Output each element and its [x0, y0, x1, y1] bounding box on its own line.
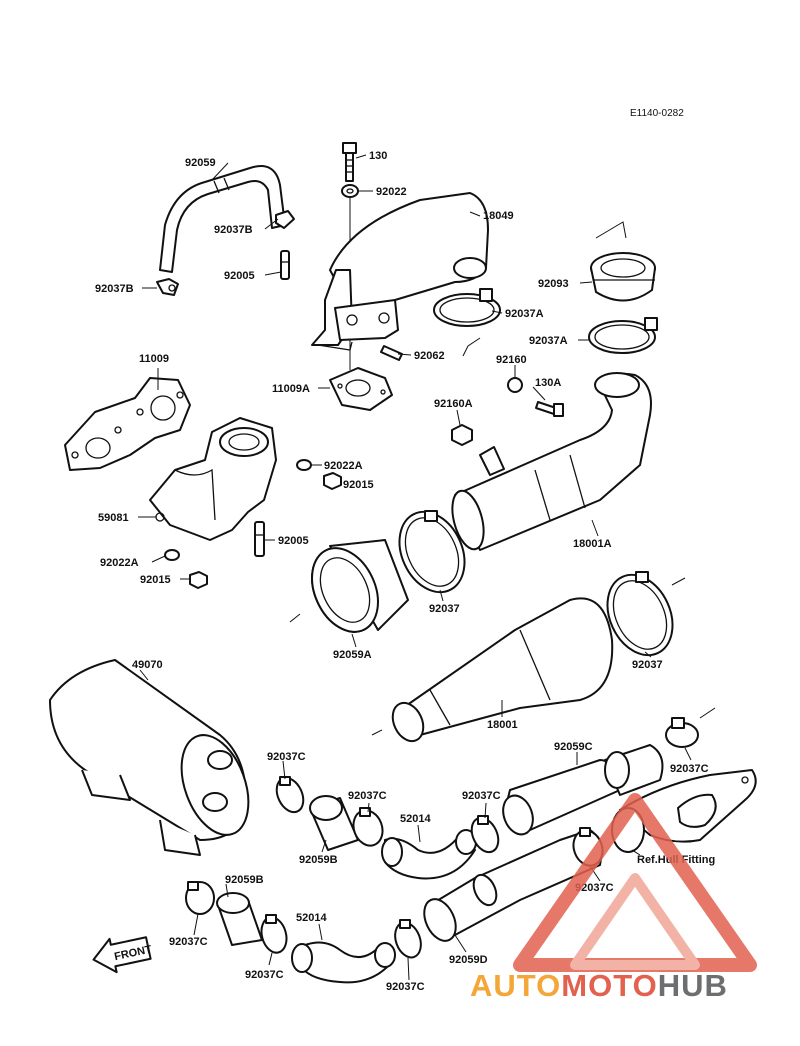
label-18001a: 18001A: [573, 538, 612, 550]
hose-92059: [159, 165, 286, 273]
clamp-92037-upper: [398, 510, 466, 594]
label-92059: 92059: [185, 157, 216, 169]
leader-lines: [138, 154, 692, 981]
hose-92059c: [502, 744, 664, 836]
front-arrow: FRONT: [92, 936, 153, 974]
clamp-92037-right: [606, 571, 674, 657]
label-92005-lower: 92005: [278, 535, 309, 547]
label-92037b-upper: 92037B: [214, 224, 253, 236]
diagram-code: E1140-0282: [630, 108, 684, 119]
part-labels: 92059 130 92022 18049 92037B 92005 92037…: [95, 150, 715, 993]
clamp-92037a-right: [588, 317, 658, 354]
nut-92015-left: [189, 571, 208, 589]
bolt-130: [342, 142, 357, 182]
nut-92015-right: [323, 472, 342, 490]
watermark-logo: [513, 793, 757, 972]
coupler-92093: [590, 252, 656, 302]
clamp-92037c-1: [275, 776, 305, 814]
label-130a: 130A: [535, 377, 561, 389]
label-59081: 59081: [98, 512, 129, 524]
label-92022a-left: 92022A: [100, 557, 139, 569]
label-92037a-right: 92037A: [529, 335, 568, 347]
label-92037a-left: 92037A: [505, 308, 544, 320]
stud-92062: [380, 345, 403, 361]
clamp-92037c-2: [352, 807, 384, 847]
washer-92022a-left: [164, 549, 180, 561]
view-marks: [289, 221, 716, 736]
label-92160a: 92160A: [434, 398, 473, 410]
clamp-92037b-lower: [156, 278, 179, 296]
pipe-18001: [391, 597, 614, 743]
label-52014-lower: 52014: [296, 912, 327, 924]
gasket-11009a: [329, 367, 393, 411]
muffler-49070: [49, 659, 250, 856]
elbow-52014-upper: [381, 829, 477, 880]
label-92037c-6: 92037C: [169, 936, 208, 948]
label-92059b-upper: 92059B: [299, 854, 338, 866]
label-92062: 92062: [414, 350, 445, 362]
label-92037c-3: 92037C: [462, 790, 501, 802]
watermark-text: AUTOMOTOHUB: [470, 968, 728, 1003]
label-49070: 49070: [132, 659, 163, 671]
fitting-92005-lower: [254, 521, 265, 557]
clamp-92037a-left: [433, 288, 501, 327]
label-92015-left: 92015: [140, 574, 171, 586]
label-92037c-4: 92037C: [670, 763, 709, 775]
label-92037-upper: 92037: [429, 603, 460, 615]
hose-92059b-upper: [309, 795, 359, 851]
label-92037b-lower: 92037B: [95, 283, 134, 295]
label-92037-right: 92037: [632, 659, 663, 671]
label-92037c-7: 92037C: [245, 969, 284, 981]
label-92059a: 92059A: [333, 649, 372, 661]
label-92037c-2: 92037C: [348, 790, 387, 802]
clamp-92037c-4: [665, 717, 699, 748]
label-11009a: 11009A: [272, 383, 310, 395]
washer-92022a-right: [296, 459, 312, 471]
washer-92022: [341, 184, 359, 198]
coupler-92059a: [311, 539, 409, 633]
label-92093: 92093: [538, 278, 569, 290]
label-130: 130: [369, 150, 387, 162]
label-92160: 92160: [496, 354, 527, 366]
label-92037c-1: 92037C: [267, 751, 306, 763]
label-92005-upper: 92005: [224, 270, 255, 282]
label-92037c-8: 92037C: [386, 981, 425, 993]
clamp-92037c-3: [470, 815, 500, 854]
label-18049: 18049: [483, 210, 514, 222]
clamp-92037b-upper: [275, 210, 295, 229]
hose-92059b-lower: [216, 892, 263, 946]
riser-59081: [149, 417, 277, 541]
fitting-92005-upper: [280, 250, 290, 280]
clamp-92037c-8: [394, 919, 422, 959]
label-92059c: 92059C: [554, 741, 593, 753]
label-92022: 92022: [376, 186, 407, 198]
washer-92160: [507, 377, 523, 393]
label-92059b-lower: 92059B: [225, 874, 264, 886]
bolt-130a: [535, 401, 564, 417]
clamp-92037c-7: [260, 914, 288, 954]
nut-92160a: [451, 424, 473, 446]
pipe-18001a: [451, 372, 652, 551]
manifold-18049: [311, 192, 489, 351]
elbow-52014-lower: [291, 941, 396, 984]
label-92015-right: 92015: [343, 479, 374, 491]
clamp-92037c-6: [185, 881, 215, 915]
label-18001: 18001: [487, 719, 518, 731]
label-92059d: 92059D: [449, 954, 488, 966]
label-52014-upper: 52014: [400, 813, 431, 825]
gasket-11009: [64, 377, 191, 471]
label-11009: 11009: [139, 353, 169, 365]
label-92022a-right: 92022A: [324, 460, 363, 472]
label-92037c-5: 92037C: [575, 882, 614, 894]
